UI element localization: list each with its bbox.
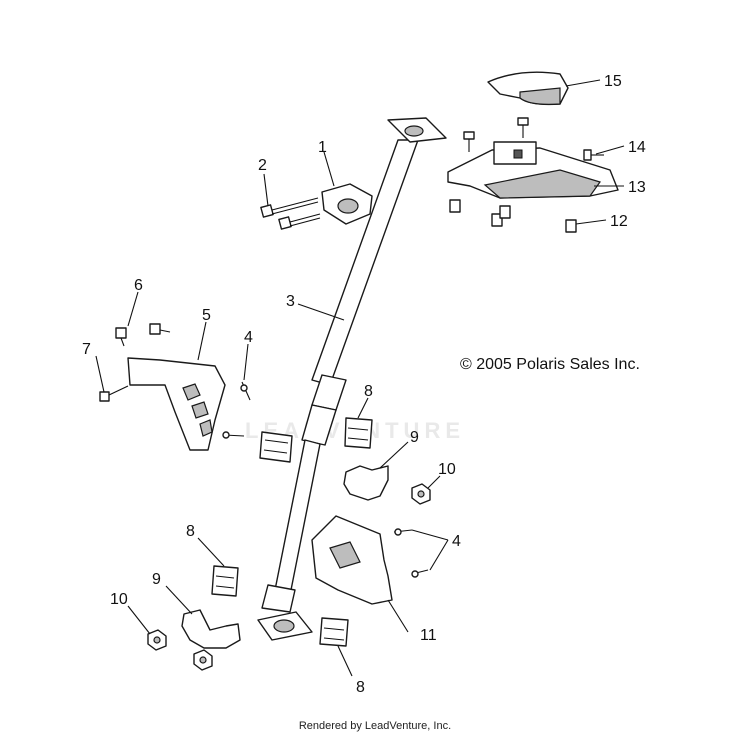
clips-12 — [449, 199, 577, 233]
callout-6: 6 — [134, 277, 143, 294]
callout-7: 7 — [82, 341, 91, 358]
bolts-2 — [260, 197, 321, 230]
clamp-9-upper — [343, 465, 389, 501]
bolts-6 — [115, 323, 171, 347]
nut-10-right — [411, 483, 431, 505]
callout-2: 2 — [258, 157, 267, 174]
column-cover — [487, 71, 569, 106]
callout-10-left: 10 — [110, 591, 128, 608]
mounting-bracket — [127, 357, 226, 451]
clamp-9-lower — [181, 609, 241, 649]
callout-14: 14 — [628, 139, 646, 156]
bushing-8-upper — [344, 417, 373, 449]
bushing-8-lower-left — [211, 565, 239, 597]
callout-3: 3 — [286, 293, 295, 310]
leader-lines — [95, 79, 625, 677]
bushing-8-left — [259, 431, 293, 463]
steering-shaft — [257, 117, 447, 641]
callout-1: 1 — [318, 139, 327, 156]
bolt-7 — [99, 385, 129, 402]
nut-10-bottom — [193, 649, 213, 671]
callout-9-lower: 9 — [152, 571, 161, 588]
lower-bracket — [311, 515, 393, 605]
rivets-4 — [222, 381, 429, 578]
callout-4-upper: 4 — [244, 329, 253, 346]
callout-11: 11 — [420, 627, 437, 644]
callout-8-upper: 8 — [364, 383, 373, 400]
callout-12: 12 — [610, 213, 628, 230]
callout-15: 15 — [604, 73, 622, 90]
clamp-block — [321, 183, 373, 225]
callout-9-upper: 9 — [410, 429, 419, 446]
callout-5: 5 — [202, 307, 211, 324]
callout-10-right: 10 — [438, 461, 456, 478]
upper-bracket — [447, 141, 619, 199]
callout-8-left: 8 — [186, 523, 195, 540]
footer-credit: Rendered by LeadVenture, Inc. — [298, 720, 452, 732]
callout-8-bottom: 8 — [356, 679, 365, 696]
screws-14 — [463, 117, 604, 161]
bushing-8-bottom — [319, 617, 349, 647]
copyright-notice: © 2005 Polaris Sales Inc. — [460, 356, 640, 373]
callout-13: 13 — [628, 179, 646, 196]
callouts: 1 2 3 4 4 5 6 7 8 8 8 9 9 10 10 11 12 13… — [82, 73, 646, 696]
callout-4-lower: 4 — [452, 533, 461, 550]
nut-10-left — [147, 629, 167, 651]
